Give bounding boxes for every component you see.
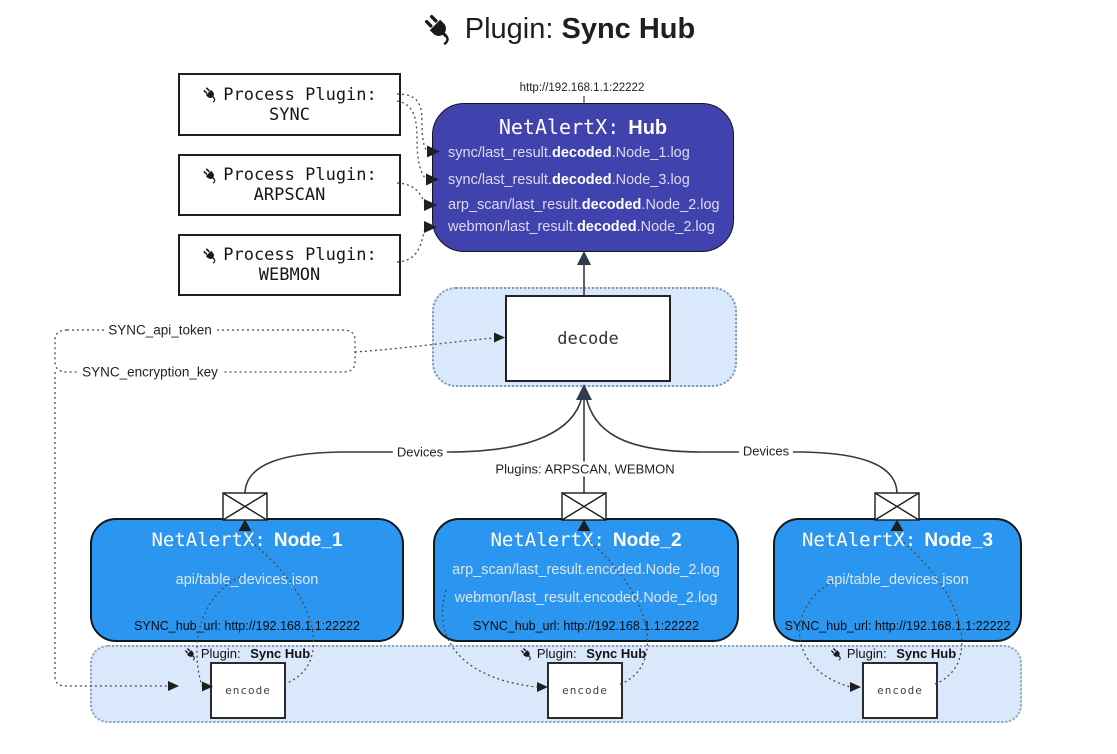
node-title-name: Node_3 (924, 530, 994, 551)
node-title-prefix: NetAlertX: (151, 529, 266, 551)
plug-icon (424, 14, 449, 46)
hub-log-entry: webmon/last_result.decoded.Node_2.log (448, 219, 715, 235)
devices-left-label: Devices (392, 444, 448, 460)
devices-right-label: Devices (738, 443, 794, 459)
node-title-prefix: NetAlertX: (490, 529, 605, 551)
sync-encryption-key-label: SYNC_encryption_key (78, 364, 222, 380)
plugin-to-hub-connectors (396, 93, 428, 263)
plug-icon (203, 87, 216, 103)
process-plugin-arpscan: Process Plugin: ARPSCAN (178, 154, 401, 216)
process-plugin-label: Process Plugin: (223, 165, 377, 185)
hub-node: NetAlertX: Hub sync/last_result.decoded.N… (432, 103, 734, 252)
encode-plugin-label-2: Plugin: Sync Hub (520, 646, 646, 661)
plug-icon (831, 647, 841, 661)
process-plugin-label: Process Plugin: (223, 84, 377, 105)
node-3: NetAlertX:Node_3 api/table_devices.json … (773, 518, 1022, 642)
process-plugin-webmon: Process Plugin: WEBMON (178, 234, 401, 296)
node-hub-url: SYNC_hub_url: http://192.168.1.1:22222 (134, 619, 360, 633)
sync-api-token-label: SYNC_api_token (104, 322, 216, 338)
node-file: api/table_devices.json (175, 572, 319, 588)
node-title-prefix: NetAlertX: (801, 529, 917, 551)
process-plugin-label: Process Plugin: (223, 245, 377, 265)
hub-url-label: http://192.168.1.1:22222 (515, 82, 649, 94)
hub-title-name: Hub (628, 117, 668, 139)
hub-title-prefix: NetAlertX: (498, 115, 620, 139)
encode-box-2: encode (547, 662, 623, 719)
plug-icon (185, 647, 195, 661)
envelope-icon (222, 492, 920, 521)
node-to-decode-curves (244, 396, 898, 495)
process-plugin-name: ARPSCAN (253, 185, 326, 205)
encode-plugin-label-1: Plugin: Sync Hub (184, 646, 310, 661)
node-file: api/table_devices.json (826, 572, 969, 588)
decode-box: decode (505, 295, 671, 382)
plug-icon (521, 647, 531, 661)
encode-box-1: encode (210, 662, 286, 719)
hub-log-entry: sync/last_result.decoded.Node_1.log (448, 145, 690, 161)
node-hub-url: SYNC_hub_url: http://192.168.1.1:22222 (473, 619, 699, 633)
process-plugin-sync: Process Plugin: SYNC (178, 73, 401, 136)
node-2: NetAlertX: Node_2 arp_scan/last_result.en… (433, 518, 739, 642)
node-title-name: Node_1 (273, 530, 343, 551)
title-prefix: Plugin: (464, 12, 554, 45)
node-file: webmon/last_result.encoded.Node_2.log (454, 590, 718, 606)
node-hub-url: SYNC_hub_url: http://192.168.1.1:22222 (784, 619, 1011, 633)
hub-log-entry: arp_scan/last_result.decoded.Node_2.log (448, 197, 720, 213)
plug-icon (203, 167, 216, 184)
plugins-center-label: Plugins: ARPSCAN, WEBMON (491, 461, 679, 477)
plug-icon (203, 247, 216, 264)
page-title: Plugin: Sync Hub (0, 12, 1117, 46)
process-plugin-name: SYNC (269, 104, 310, 125)
encode-plugin-label-3: Plugin: Sync Hub (830, 646, 956, 661)
encode-box-3: encode (862, 662, 938, 719)
process-plugin-name: WEBMON (258, 265, 321, 285)
hub-log-entry: sync/last_result.decoded.Node_3.log (448, 172, 690, 188)
node-title-name: Node_2 (612, 530, 682, 551)
node-1: NetAlertX:Node_1 api/table_devices.json … (90, 518, 404, 642)
title-name: Sync Hub (561, 12, 696, 45)
node-file: arp_scan/last_result.encoded.Node_2.log (452, 562, 720, 578)
